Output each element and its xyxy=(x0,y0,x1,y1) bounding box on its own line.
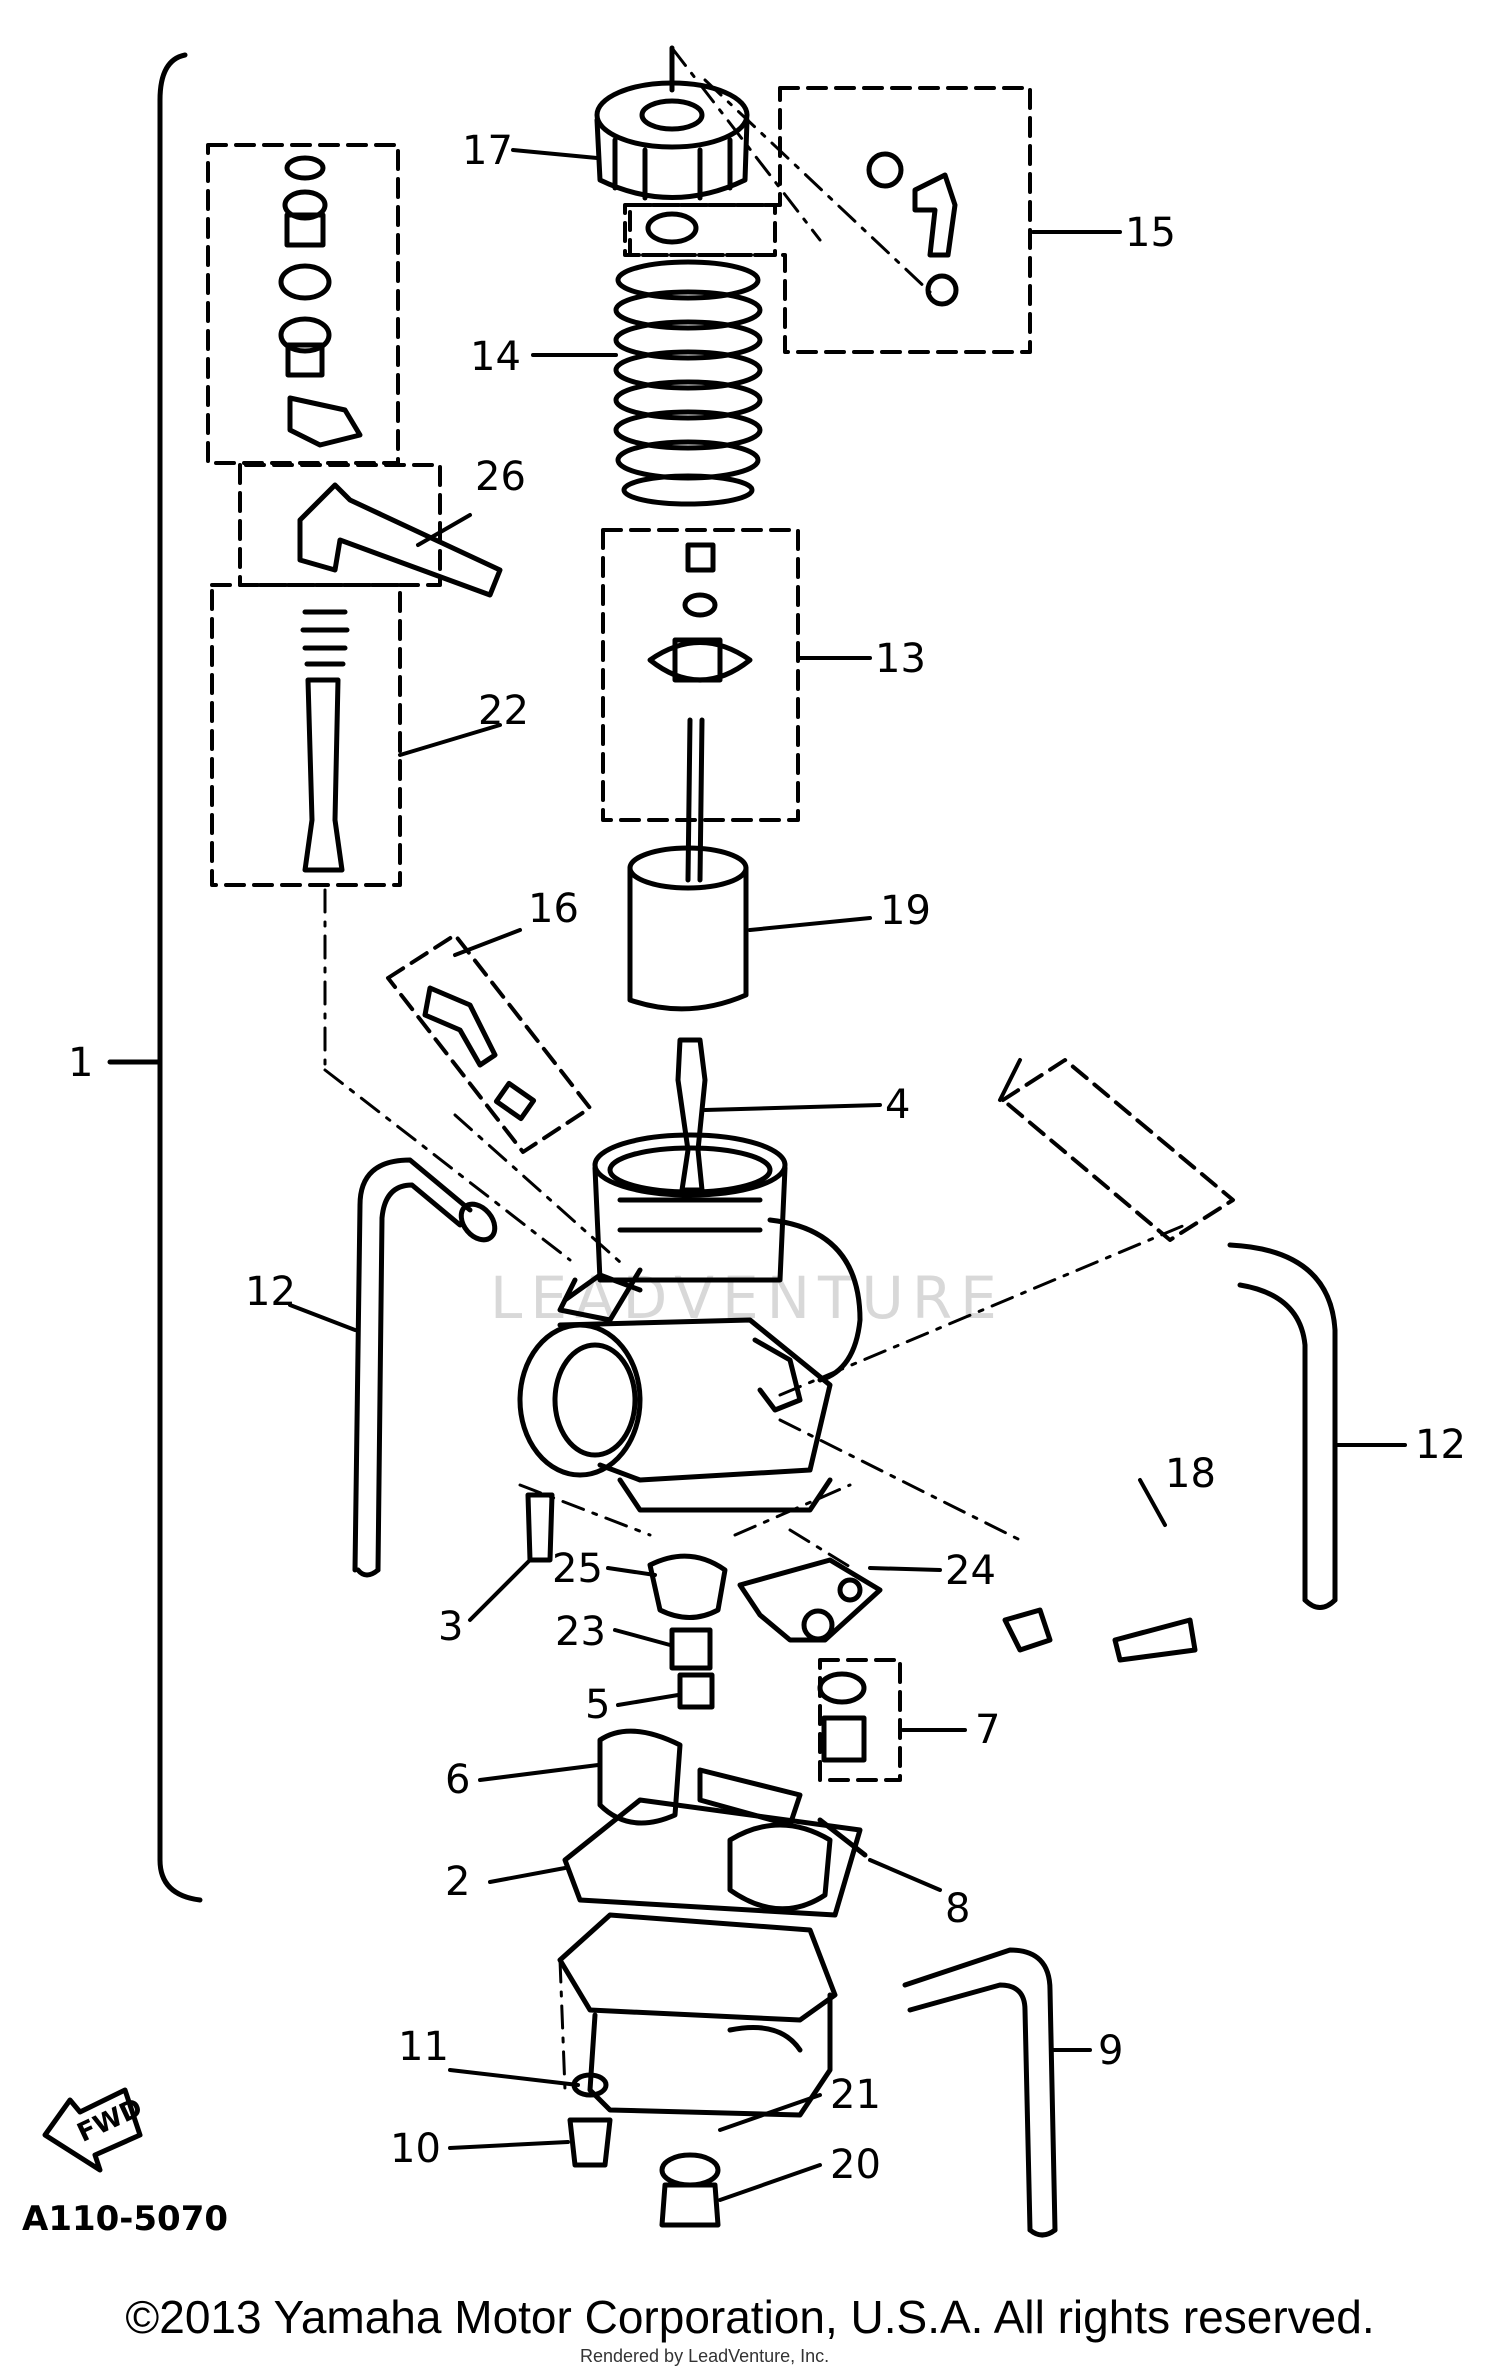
carburetor-cap xyxy=(594,80,750,201)
callout-15: 15 xyxy=(1125,210,1176,256)
callout-7: 7 xyxy=(975,1707,1000,1753)
callout-9: 9 xyxy=(1098,2028,1123,2074)
rendered-by-credit: Rendered by LeadVenture, Inc. xyxy=(580,2346,830,2366)
vent-hose-left xyxy=(352,1157,473,1573)
dashed-group-boxes xyxy=(206,86,1235,1782)
callout-14: 14 xyxy=(470,334,521,380)
callout-8: 8 xyxy=(945,1886,970,1932)
throttle-valve xyxy=(627,845,749,1012)
callout-13: 13 xyxy=(875,636,926,682)
callout-12-left: 12 xyxy=(245,1269,296,1315)
fwd-arrow-icon xyxy=(42,2087,143,2173)
callout-22: 22 xyxy=(478,688,529,734)
callout-2: 2 xyxy=(445,1859,470,1905)
callout-19: 19 xyxy=(880,888,931,934)
fwd-label: FWD xyxy=(73,2093,147,2149)
float-bowl xyxy=(557,1912,838,2118)
callout-21: 21 xyxy=(830,2072,881,2118)
callout-5: 5 xyxy=(585,1682,610,1728)
callout-10: 10 xyxy=(390,2126,441,2172)
diagram-code: A110-5070 xyxy=(22,2199,228,2239)
callout-24: 24 xyxy=(945,1548,996,1594)
callout-18: 18 xyxy=(1165,1451,1216,1497)
callout-labels: 1 2 3 4 5 6 7 8 9 10 11 12 12 13 14 15 1… xyxy=(68,128,1466,2188)
callout-6: 6 xyxy=(445,1757,470,1803)
copyright-notice: ©2013 Yamaha Motor Corporation, U.S.A. A… xyxy=(125,2291,1375,2343)
callout-12-right: 12 xyxy=(1415,1422,1466,1468)
callout-25: 25 xyxy=(552,1546,603,1592)
callout-1: 1 xyxy=(68,1040,93,1086)
callout-26: 26 xyxy=(475,454,526,500)
callout-3: 3 xyxy=(438,1604,463,1650)
vent-hose-right xyxy=(1227,1242,1338,1603)
callout-20: 20 xyxy=(830,2142,881,2188)
callout-11: 11 xyxy=(398,2024,449,2070)
callout-4: 4 xyxy=(885,1082,910,1128)
callout-17: 17 xyxy=(462,128,513,174)
callout-16: 16 xyxy=(528,886,579,932)
assembly-bracket xyxy=(157,52,203,1903)
callout-23: 23 xyxy=(555,1609,606,1655)
throttle-spring xyxy=(613,259,763,507)
